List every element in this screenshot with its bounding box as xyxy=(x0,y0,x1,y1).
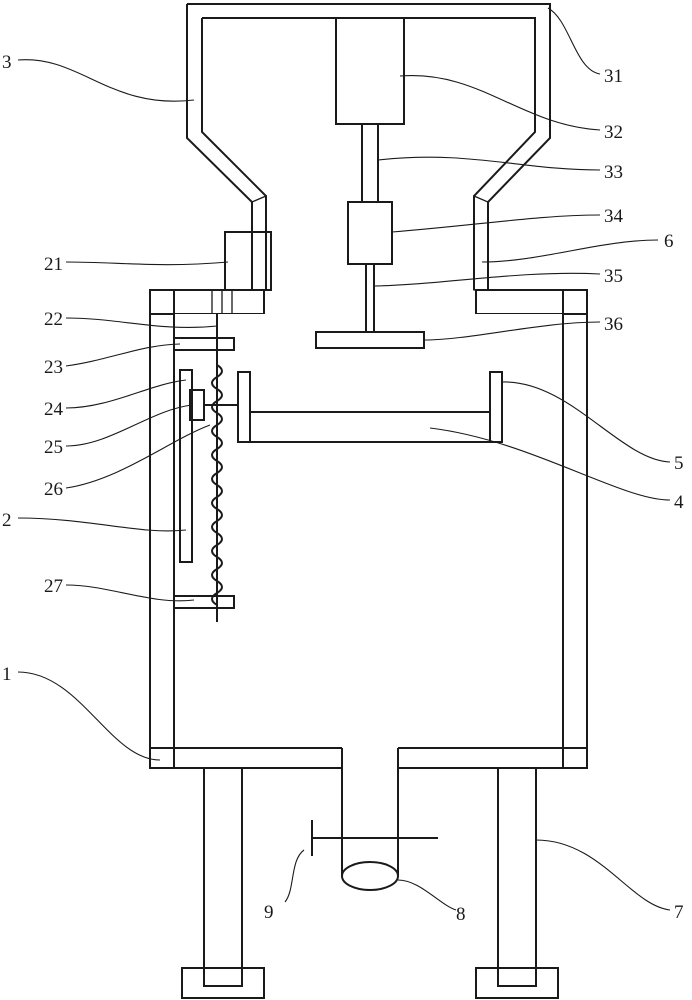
label-27: 27 xyxy=(44,576,63,597)
filter-screen-4 xyxy=(249,411,491,443)
label-36: 36 xyxy=(604,314,623,335)
label-6: 6 xyxy=(664,231,674,252)
lower-plate-27 xyxy=(173,595,235,609)
feed-hopper xyxy=(186,3,551,291)
label-7: 7 xyxy=(674,902,684,923)
label-9: 9 xyxy=(264,902,274,923)
label-35: 35 xyxy=(604,266,623,287)
label-8: 8 xyxy=(456,904,466,925)
leader-lines xyxy=(17,7,671,911)
tank-body xyxy=(149,289,588,769)
label-25: 25 xyxy=(44,437,63,458)
label-31: 31 xyxy=(604,66,623,87)
label-26: 26 xyxy=(44,479,63,500)
screw-assembly xyxy=(173,314,238,622)
press-assembly xyxy=(315,17,425,349)
label-5: 5 xyxy=(674,453,684,474)
labels: 3 31 32 33 34 6 21 35 22 36 23 24 25 26 … xyxy=(2,52,684,925)
legs xyxy=(181,767,559,999)
outlet-8 xyxy=(341,861,399,891)
label-33: 33 xyxy=(604,162,623,183)
guide-rail-24 xyxy=(179,369,193,563)
filter-tray xyxy=(237,371,503,443)
label-3: 3 xyxy=(2,52,12,73)
label-23: 23 xyxy=(44,357,63,378)
label-22: 22 xyxy=(44,309,63,330)
label-2: 2 xyxy=(2,510,12,531)
label-1: 1 xyxy=(2,664,12,685)
side-plate-left xyxy=(237,371,251,443)
label-4: 4 xyxy=(674,492,684,513)
cylinder-32 xyxy=(335,17,405,125)
motor-34 xyxy=(347,201,393,265)
outlet xyxy=(311,748,438,891)
label-32: 32 xyxy=(604,122,623,143)
label-24: 24 xyxy=(44,399,64,420)
motor-21 xyxy=(224,231,272,291)
side-drive xyxy=(211,231,272,314)
label-34: 34 xyxy=(604,206,624,227)
label-21: 21 xyxy=(44,254,63,275)
